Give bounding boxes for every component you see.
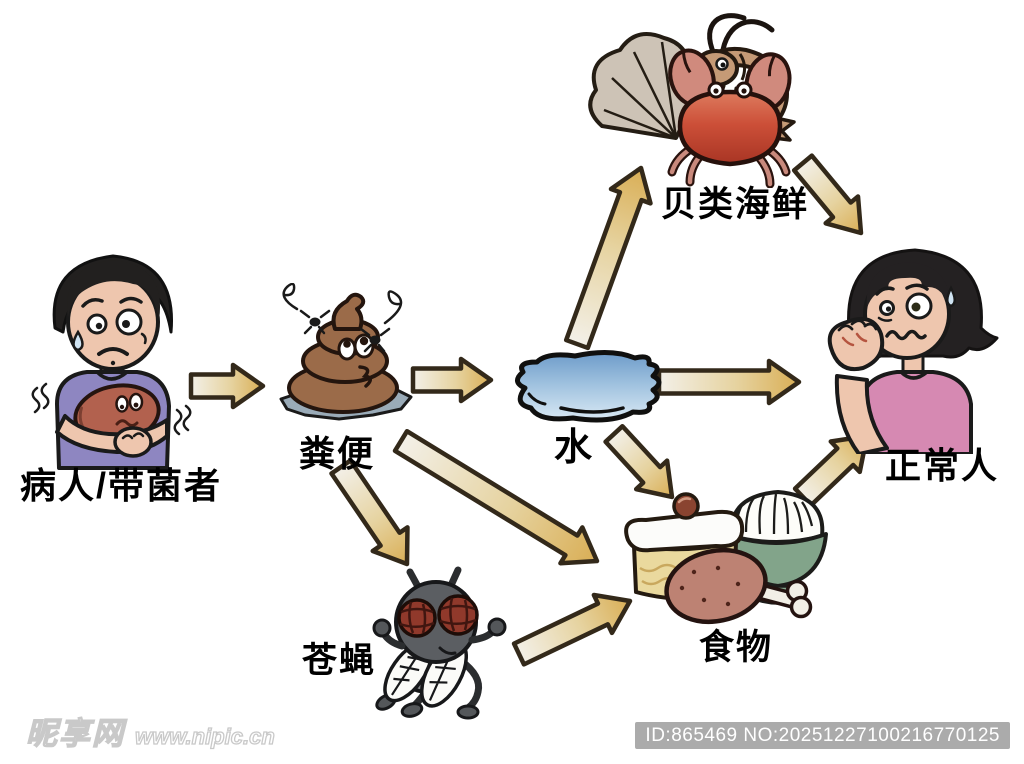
small-fly-icon bbox=[299, 309, 331, 335]
shellfish-seafood-illustration bbox=[576, 6, 824, 188]
label-water: 水 bbox=[554, 427, 595, 469]
healthy-woman-illustration bbox=[803, 236, 1001, 454]
watermark-site-url: www.nipic.cn bbox=[134, 723, 275, 749]
sick-man-illustration bbox=[25, 236, 195, 471]
water-illustration bbox=[503, 346, 671, 434]
arrow-water-to-shellfish bbox=[563, 165, 653, 351]
label-food: 食物 bbox=[699, 628, 774, 667]
label-patient: 病人/带菌者 bbox=[20, 465, 223, 506]
arrow-water-to-healthy bbox=[656, 358, 802, 406]
label-shellfish: 贝类海鲜 bbox=[661, 185, 810, 224]
arrow-shellfish-to-healthy bbox=[791, 153, 864, 236]
label-fly: 苍蝇 bbox=[302, 641, 377, 680]
crab-icon bbox=[667, 48, 792, 188]
arrow-fly-to-food bbox=[511, 592, 633, 667]
small-fly-icon bbox=[359, 327, 391, 353]
label-healthy: 正常人 bbox=[885, 445, 1000, 486]
watermark-site-name: 昵享网 bbox=[25, 715, 125, 751]
drumstick-icon bbox=[664, 547, 813, 625]
arrow-feces-to-food bbox=[392, 428, 600, 566]
feces-illustration bbox=[263, 283, 423, 433]
arrow-patient-to-feces bbox=[188, 362, 266, 410]
watermark-site: 昵享网 www.nipic.cn bbox=[25, 708, 275, 753]
label-feces: 粪便 bbox=[299, 433, 376, 474]
arrow-feces-to-water bbox=[410, 356, 494, 404]
fly-illustration bbox=[370, 560, 518, 722]
arrow-water-to-food bbox=[603, 423, 675, 500]
food-illustration bbox=[616, 476, 834, 628]
watermark-id-badge: ID:865469 NO:20251227100216770125 bbox=[635, 722, 1010, 749]
arrow-feces-to-fly bbox=[329, 458, 410, 567]
